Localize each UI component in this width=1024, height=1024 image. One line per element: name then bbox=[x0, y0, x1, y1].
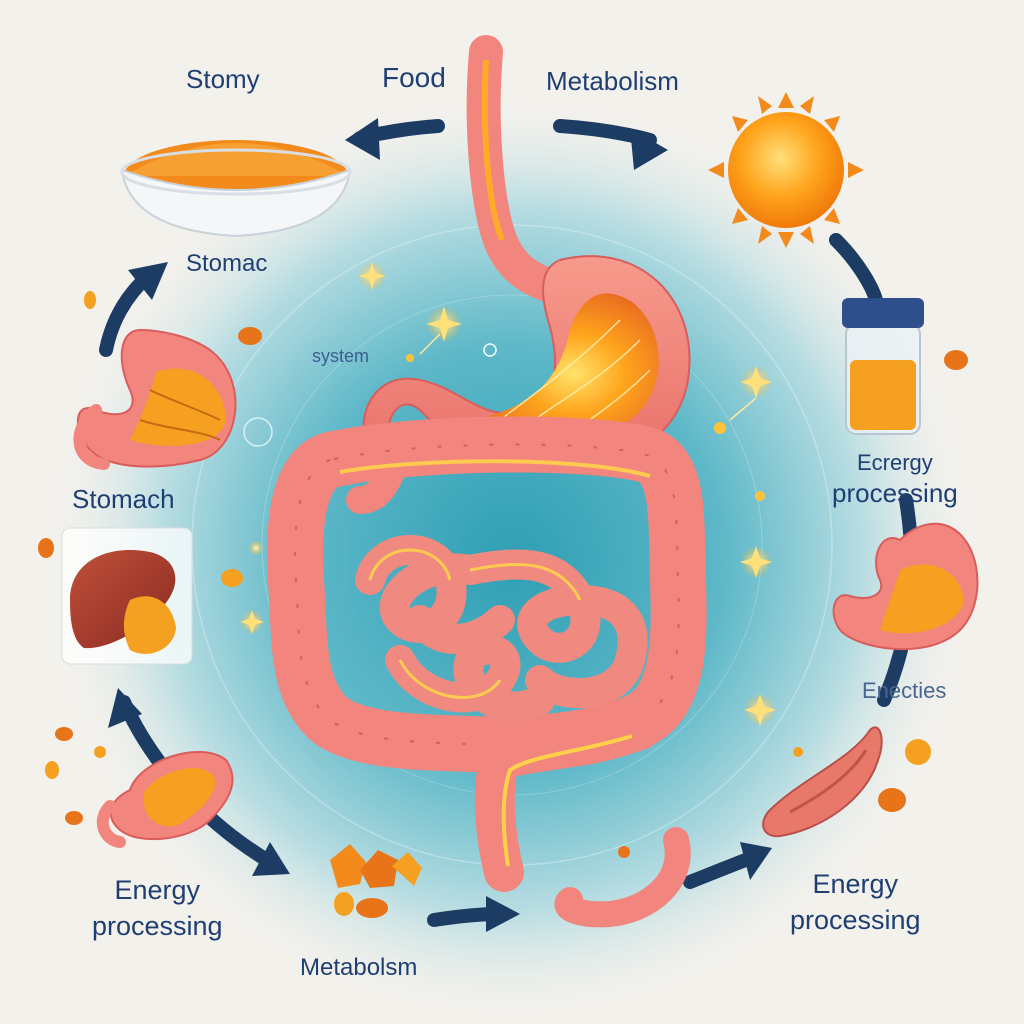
label-system: system bbox=[312, 346, 370, 366]
stomach-icon bbox=[832, 522, 979, 650]
cycle-arrow-icon bbox=[829, 233, 883, 307]
label-energy-processing-right: Energy processing bbox=[790, 866, 921, 938]
small-intestine-segment bbox=[554, 827, 691, 928]
arrow-head bbox=[486, 896, 520, 932]
digestive-tract bbox=[267, 35, 707, 892]
pancreas-icon bbox=[96, 751, 234, 848]
sparkle-icon bbox=[714, 422, 726, 434]
label-enecties: Enecties bbox=[862, 678, 947, 703]
label-processing-right: processing bbox=[790, 905, 921, 935]
label-ecrergy-processing: Ecrergy processing bbox=[832, 448, 958, 508]
sun-icon bbox=[708, 92, 864, 248]
label-metabolism-top: Metabolism bbox=[546, 66, 679, 96]
sparkles bbox=[240, 262, 776, 726]
label-processing-right-top: processing bbox=[832, 478, 958, 508]
arrow-head bbox=[740, 842, 772, 880]
arrow-head bbox=[252, 842, 290, 876]
label-stomac: Stomac bbox=[186, 250, 268, 277]
food-pieces-icon bbox=[38, 291, 968, 858]
label-metabolism-bottom: Metabolsm bbox=[300, 954, 418, 981]
arrow-head bbox=[345, 118, 380, 160]
bowl-of-orange-grains-icon bbox=[120, 140, 352, 238]
label-energy-right: Energy bbox=[812, 869, 899, 899]
label-energy-processing-left: Energy processing bbox=[92, 872, 223, 944]
label-energy-left: Energy bbox=[114, 875, 201, 905]
pancreas-icon bbox=[762, 726, 883, 838]
sparkle-icon bbox=[406, 354, 414, 362]
arrow-head bbox=[128, 262, 168, 300]
sparkle-icon bbox=[248, 540, 264, 556]
label-food: Food bbox=[382, 62, 446, 93]
liver-icon bbox=[61, 527, 193, 665]
food-pieces-icon bbox=[330, 844, 422, 918]
label-stomach: Stomach bbox=[72, 484, 175, 514]
jar-icon bbox=[842, 298, 924, 435]
arrow-head bbox=[108, 688, 142, 728]
stomach-icon bbox=[73, 328, 237, 470]
arrow-head bbox=[630, 128, 668, 170]
label-stomy: Stomy bbox=[186, 64, 260, 94]
sparkle-icon bbox=[755, 491, 765, 501]
label-processing-left: processing bbox=[92, 911, 223, 941]
label-ecrergy: Ecrergy bbox=[856, 450, 933, 475]
